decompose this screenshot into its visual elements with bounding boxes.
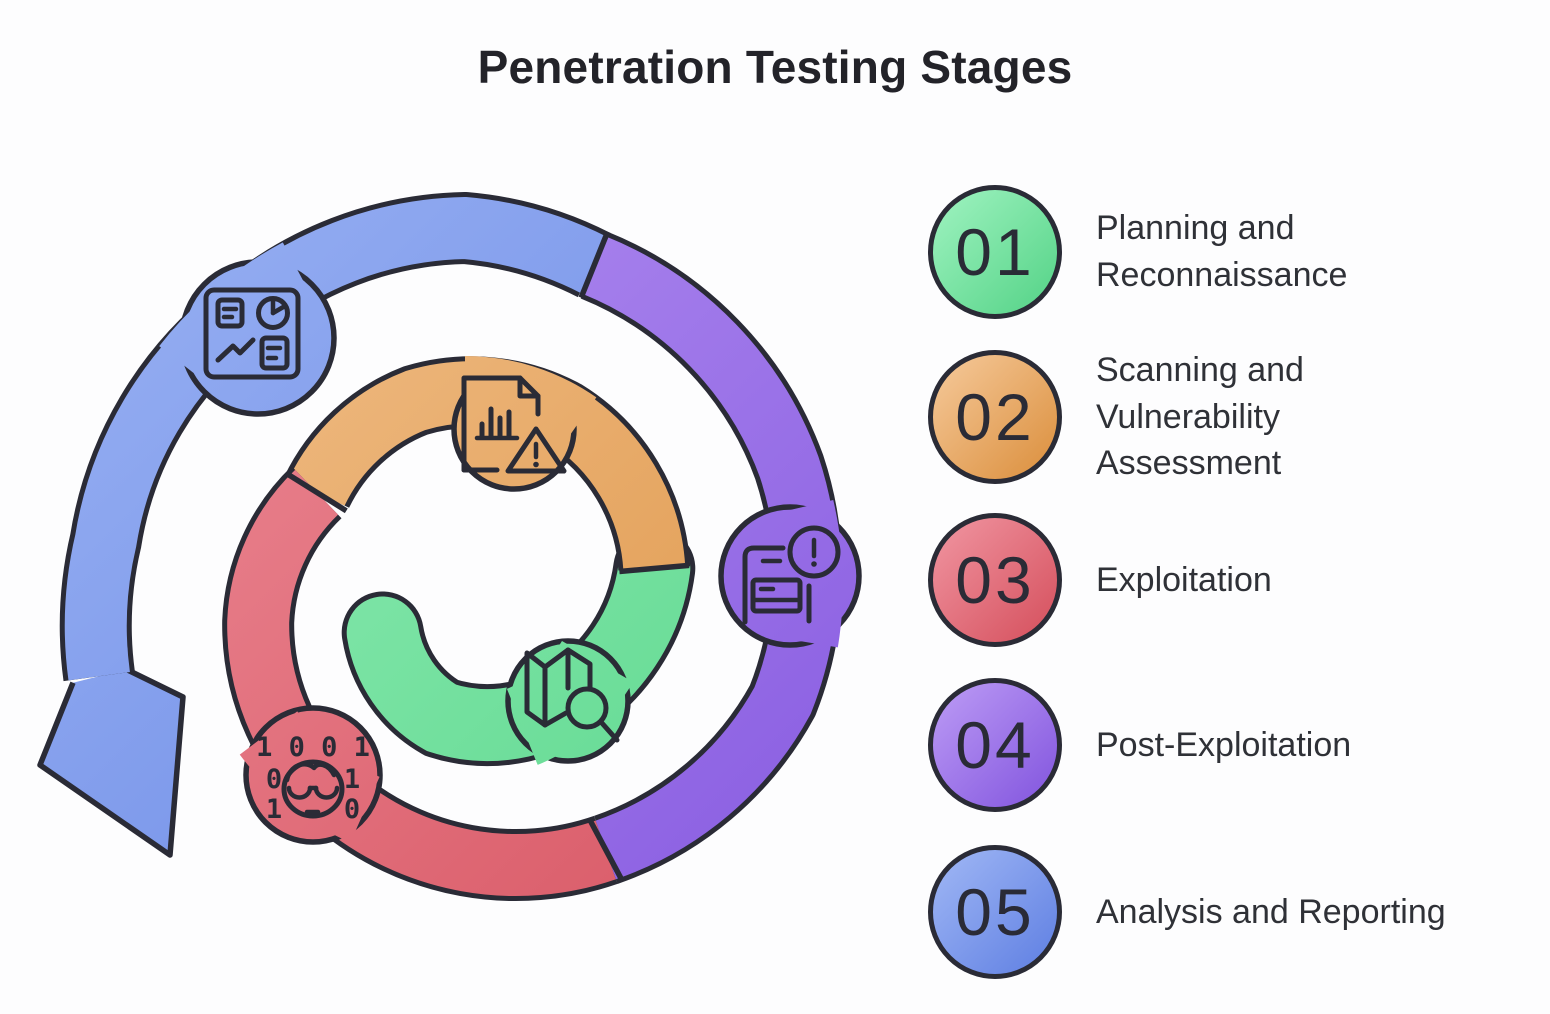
page-title: Penetration Testing Stages (477, 41, 1073, 93)
document-warning-icon (451, 356, 597, 492)
stage-label: Exploitation (1096, 560, 1272, 599)
stage-number-badge: 05 (928, 845, 1062, 979)
legend-item-scanning: 02 Scanning and Vulnerability Assessment (928, 350, 1304, 484)
stage-label: Analysis and Reporting (1096, 892, 1446, 931)
stage-number-badge: 02 (928, 350, 1062, 484)
binary-row-1: 1 0 0 1 (256, 732, 370, 763)
analytics-dashboard-icon (159, 242, 337, 417)
binary-row-3-right: 0 (344, 794, 360, 825)
legend-item-planning: 01 Planning and Reconnaissance (928, 185, 1347, 319)
legend-item-exploitation: 03 Exploitation (928, 513, 1272, 647)
binary-row-3-left: 1 (266, 794, 282, 825)
binary-row-2-left: 0 (266, 764, 282, 795)
server-alert-icon (718, 500, 862, 648)
segment-separators (285, 231, 690, 883)
stage-label: Planning and Reconnaissance (1096, 209, 1348, 294)
stage-label: Post-Exploitation (1096, 725, 1352, 764)
legend-item-analysis: 05 Analysis and Reporting (928, 845, 1446, 979)
stage-number-badge: 01 (928, 185, 1062, 319)
map-search-icon (505, 638, 634, 765)
pentest-spiral-diagram: 1 0 0 1 0 1 1 0 (37, 191, 862, 902)
flow-arrowhead (37, 666, 186, 858)
stage-number-badge: 04 (928, 678, 1062, 812)
stage-number-badge: 03 (928, 513, 1062, 647)
legend-item-postexploitation: 04 Post-Exploitation (928, 678, 1351, 812)
binary-row-2-right: 1 (344, 764, 360, 795)
hacker-binary-icon: 1 0 0 1 0 1 1 0 (239, 705, 383, 845)
stage-label: Scanning and Vulnerability Assessment (1096, 350, 1304, 483)
